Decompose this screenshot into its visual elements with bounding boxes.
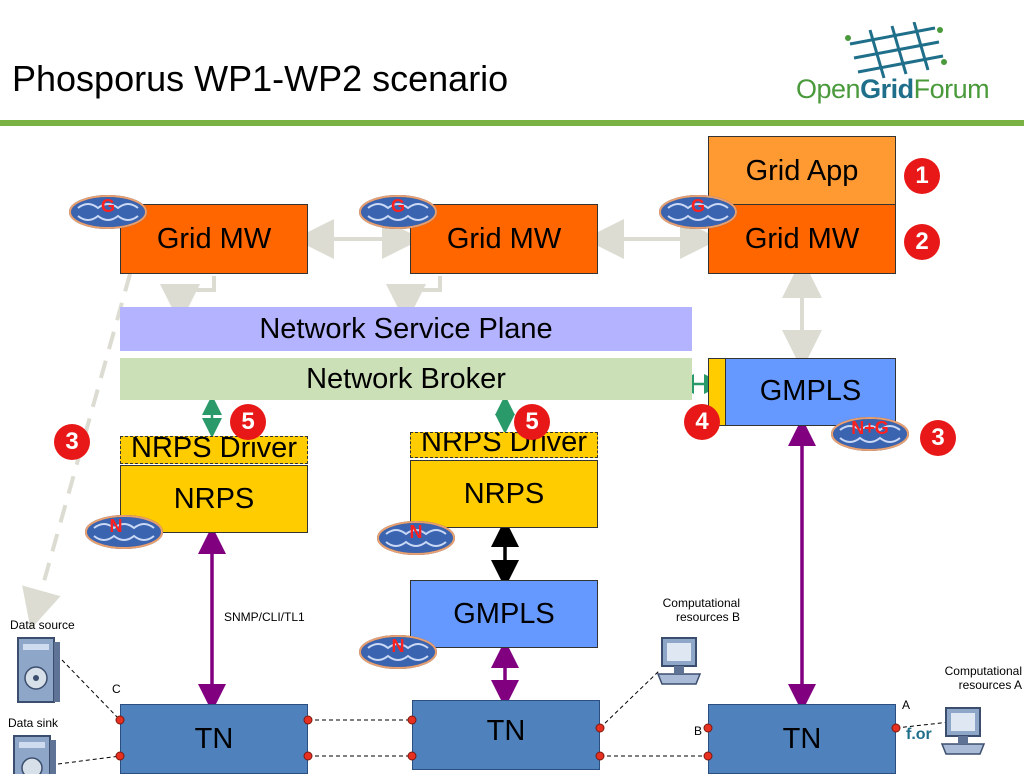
grid-mw-box-middle: Grid MW [410,204,598,274]
grid-mw-box-right: Grid MW [708,204,896,274]
brain-g-icon: G [658,192,738,232]
logo-word-open: Open [796,74,861,104]
gmpls-box-middle: GMPLS [410,580,598,648]
port-dot [595,723,605,733]
brain-tag: N [109,515,123,536]
network-service-plane: Network Service Plane [120,307,692,351]
step-badge-2: 2 [904,224,940,260]
step-badge-3-left: 3 [54,424,90,460]
title-divider [0,120,1024,126]
page-title: Phosporus WP1-WP2 scenario [12,58,509,99]
tn-box-left: TN [120,704,308,774]
port-dot [303,715,313,725]
port-dot [703,723,713,733]
comp-a-line1: Computational [944,664,1022,678]
brain-n-icon: N [376,518,456,558]
port-dot [407,715,417,725]
tn-box-middle: TN [412,700,600,770]
elbow-mw1-plane [160,276,216,324]
grid-app-box: Grid App [708,136,896,206]
brain-tag: N [391,635,405,656]
gmpls-box-right: GMPLS [725,358,896,426]
comp-b-line1: Computational [662,596,740,610]
data-sink-label: Data sink [8,716,59,730]
logo-word-forum: Forum [913,74,990,104]
step-badge-5-middle: 5 [514,404,550,440]
server-icon [17,637,60,703]
step-badge-5-left: 5 [230,404,266,440]
nrps-box-middle: NRPS [410,460,598,528]
brain-n-icon: N [358,632,438,672]
brain-tag: N+G [851,417,889,438]
data-source-label: Data source [10,618,75,632]
logo-word-grid: Grid [860,74,914,104]
grid-mw-box-left: Grid MW [120,204,308,274]
port-dot [115,751,125,761]
link-datasink-tn1 [57,755,121,765]
nrps-driver-middle: NRPS Driver [410,432,598,458]
brain-tag: G [390,195,405,216]
comp-resources-b-label: Computational resources B [620,596,740,624]
link-tn3-compA [895,721,951,729]
step-badge-4: 4 [684,404,720,440]
nrps-driver-left: NRPS Driver [120,436,308,464]
network-broker: Network Broker [120,358,692,400]
tn-box-right: TN [708,704,896,774]
port-c-label: C [112,682,121,696]
elbow-mw2-plane [386,276,442,324]
ogf-grid-logo-icon [845,22,947,79]
snmp-label: SNMP/CLI/TL1 [224,610,305,624]
server-icon [13,735,56,774]
comp-a-line2: resources A [958,678,1022,692]
port-a-label: A [902,698,911,712]
computer-icon [656,637,702,685]
ogf-logo: OpenGridForum [796,74,990,105]
step-badge-3-right: 3 [920,420,956,456]
brain-ng-icon: N+G [830,414,910,454]
comp-b-line2: resources B [675,610,740,624]
port-dot [703,751,713,761]
port-dot [407,751,417,761]
ogf-fragment-text: f.or [906,726,932,743]
port-dot [891,723,901,733]
step-badge-1: 1 [904,158,940,194]
port-dot [115,715,125,725]
brain-tag: G [100,195,115,216]
brain-n-icon: N [84,512,164,552]
comp-resources-a-label: Computational resources A [902,664,1022,692]
brain-tag: G [690,195,705,216]
brain-g-icon: G [68,192,148,232]
port-b-label: B [694,724,703,738]
port-dot [595,751,605,761]
port-dot [303,751,313,761]
brain-g-icon: G [358,192,438,232]
brain-tag: N [409,521,423,542]
computer-icon [940,707,986,755]
